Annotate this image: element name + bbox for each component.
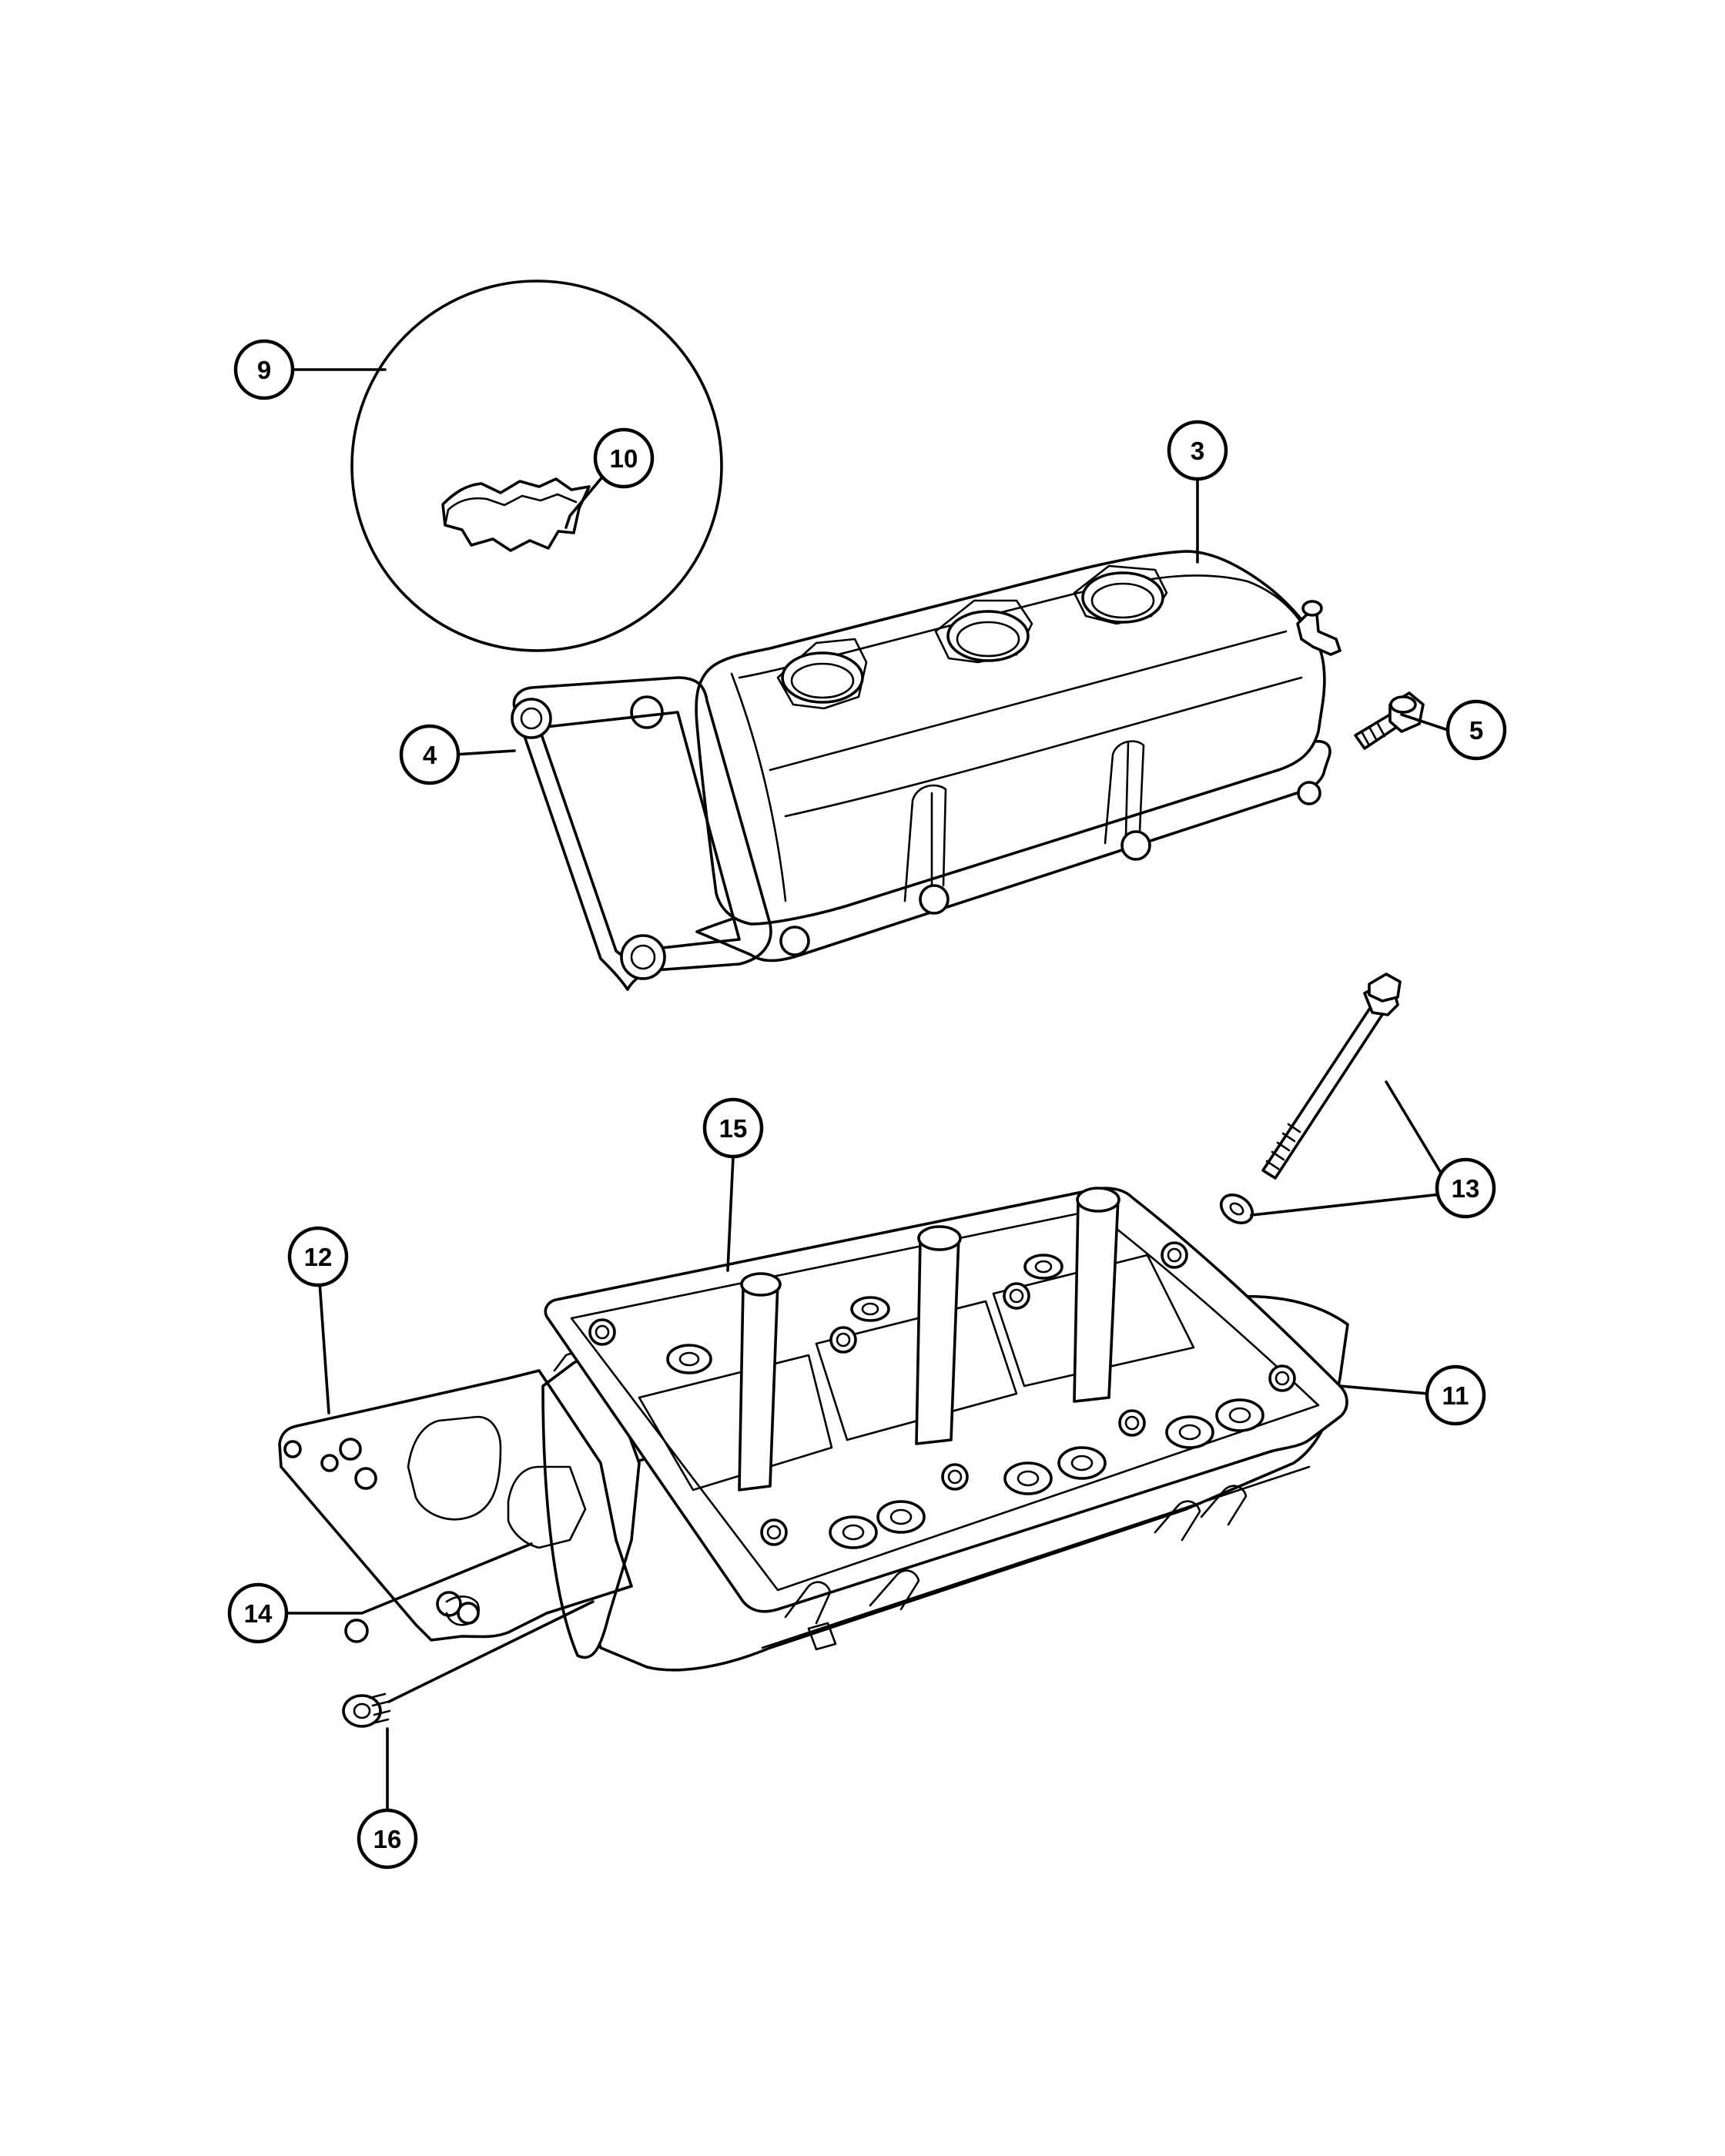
valve-cover bbox=[630, 550, 1341, 962]
cover-opening-left bbox=[776, 638, 868, 710]
leader-13 bbox=[1250, 1080, 1449, 1217]
callout-10: 10 bbox=[593, 427, 655, 489]
callout-10-label: 10 bbox=[610, 444, 638, 473]
leader-15 bbox=[726, 1155, 735, 1272]
callout-12-label: 12 bbox=[304, 1243, 333, 1271]
callout-12: 12 bbox=[287, 1226, 349, 1287]
cylinder-head bbox=[541, 1187, 1349, 1672]
cover-opening-middle bbox=[934, 599, 1033, 664]
detail-circle bbox=[350, 280, 723, 652]
threaded-plug bbox=[342, 1692, 391, 1728]
valve-springs bbox=[666, 1254, 1264, 1549]
leader-14 bbox=[285, 1542, 533, 1615]
spark-plug-tubes bbox=[738, 1187, 1120, 1491]
callout-13: 13 bbox=[1435, 1157, 1496, 1219]
detail-view-oil-cap bbox=[350, 280, 723, 652]
valve-cover-gasket bbox=[511, 676, 772, 991]
callout-9: 9 bbox=[233, 339, 295, 400]
leader-10 bbox=[564, 468, 610, 529]
callout-14-label: 14 bbox=[244, 1599, 273, 1628]
callout-5-label: 5 bbox=[1469, 716, 1483, 745]
leader-lines bbox=[285, 368, 1449, 1813]
callout-15-label: 15 bbox=[719, 1114, 748, 1143]
callout-11: 11 bbox=[1425, 1364, 1486, 1426]
callout-9-label: 9 bbox=[257, 356, 271, 384]
leader-5 bbox=[1400, 713, 1449, 732]
head-gasket bbox=[278, 1369, 633, 1642]
head-bolt-washer bbox=[1219, 1194, 1254, 1224]
callout-15: 15 bbox=[702, 1097, 764, 1159]
callout-11-label: 11 bbox=[1442, 1381, 1469, 1410]
cover-opening-right bbox=[1073, 564, 1168, 625]
callout-5: 5 bbox=[1445, 699, 1507, 761]
callout-14: 14 bbox=[227, 1582, 289, 1644]
callout-4-label: 4 bbox=[423, 741, 437, 769]
plug bbox=[344, 1619, 369, 1643]
callout-16-label: 16 bbox=[373, 1825, 402, 1853]
callout-16: 16 bbox=[357, 1808, 418, 1870]
cover-bolt bbox=[1354, 691, 1425, 750]
oil-filler-cap bbox=[441, 477, 591, 552]
callout-3: 3 bbox=[1167, 420, 1228, 481]
callout-4: 4 bbox=[399, 724, 461, 785]
leader-12 bbox=[318, 1281, 330, 1414]
callout-13-label: 13 bbox=[1452, 1174, 1480, 1203]
callout-3-label: 3 bbox=[1191, 437, 1204, 465]
pcv-fitting bbox=[1296, 600, 1341, 656]
head-bolt bbox=[1261, 973, 1402, 1180]
leader-16-a bbox=[387, 1600, 595, 1703]
leader-11 bbox=[1338, 1384, 1430, 1395]
leader-4 bbox=[453, 749, 516, 756]
